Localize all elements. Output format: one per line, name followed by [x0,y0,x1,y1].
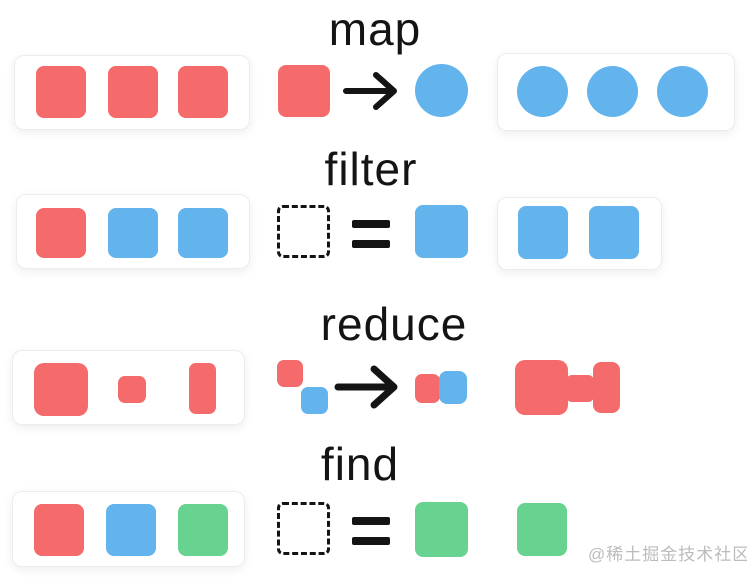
blue-circle-icon [587,66,638,117]
reduce-title: reduce [320,298,468,350]
blue-circle-icon [517,66,568,117]
red-square-icon [34,504,84,556]
map-output-array-card [497,53,735,131]
map-input-array-card [14,55,250,130]
red-merged-right-bar [593,362,620,413]
red-merged-left-block [515,360,568,415]
map-title: map [328,3,422,55]
find-title: find [320,438,400,490]
red-square-icon [36,208,86,258]
blue-square-icon [415,205,468,258]
blue-square-icon [518,206,568,259]
dashed-placeholder-icon [277,205,330,258]
blue-square-icon [108,208,158,258]
arrow-right-icon [343,72,397,110]
filter-input-array-card [16,194,250,269]
find-input-array-card [12,491,245,567]
green-square-icon [178,504,228,556]
red-square-small-icon [415,374,440,403]
arrow-right-icon [334,365,398,409]
blue-square-icon [106,504,156,556]
blue-square-small-icon [301,387,328,414]
red-bar-tall-icon [189,363,216,414]
green-square-icon [415,502,468,557]
red-square-icon [108,66,158,118]
blue-circle-icon [415,64,468,117]
blue-circle-icon [657,66,708,117]
blue-square-small-icon [439,371,467,404]
red-square-icon [278,65,330,117]
find-result-green-square [517,503,567,556]
red-square-small-icon [118,376,146,403]
red-square-icon [178,66,228,118]
reduce-input-array-card [12,350,245,425]
blue-square-icon [178,208,228,258]
red-merged-connector [566,375,594,402]
red-square-large-icon [34,363,88,416]
watermark: @稀土掘金技术社区 [588,545,747,564]
filter-output-array-card [497,197,662,270]
red-square-small-icon [277,360,303,387]
blue-square-icon [589,206,639,259]
filter-title: filter [324,143,418,195]
red-square-icon [36,66,86,118]
dashed-placeholder-icon [277,502,330,555]
